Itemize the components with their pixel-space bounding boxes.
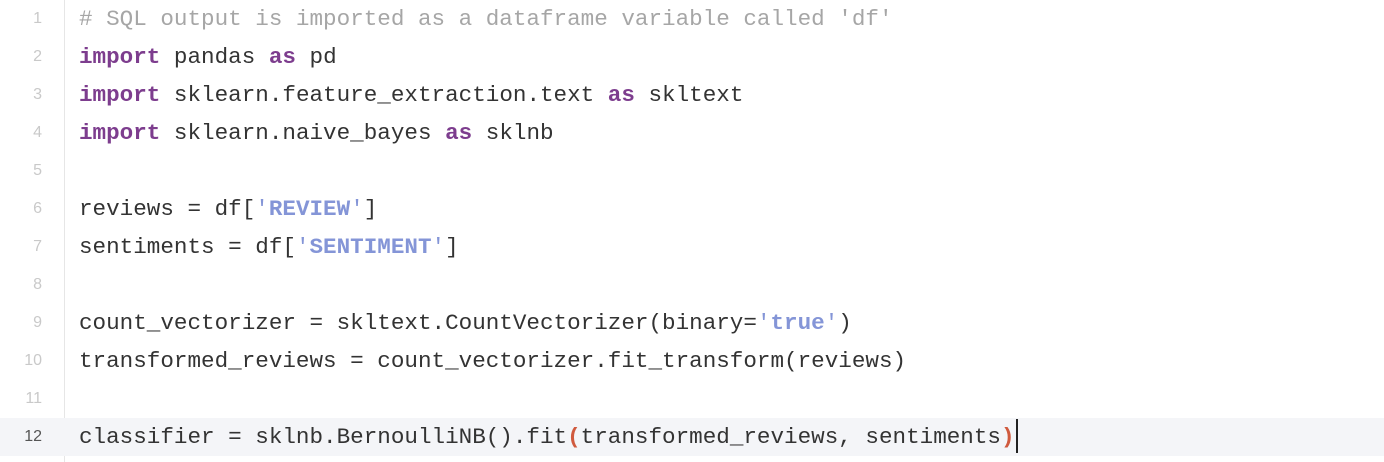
- code-token: classifier = sklnb.BernoulliNB().fit: [79, 424, 568, 450]
- code-token: ]: [445, 234, 459, 260]
- line-number: 10: [24, 352, 42, 369]
- code-token: sklnb: [472, 120, 554, 146]
- code-token: ]: [363, 196, 378, 222]
- line-number: 1: [33, 10, 42, 27]
- code-line-5[interactable]: 5: [0, 152, 1384, 190]
- code-token: pd: [295, 44, 337, 70]
- code-token: reviews = df[: [79, 196, 256, 222]
- code-line-11[interactable]: 11: [0, 380, 1384, 418]
- line-number: 5: [33, 162, 42, 179]
- code-token: transformed_reviews, sentiments: [580, 424, 1001, 450]
- code-line-12-active[interactable]: 12 classifier = sklnb.BernoulliNB().fit(…: [0, 418, 1384, 456]
- keyword-token: as: [607, 82, 635, 108]
- code-token: skltext: [634, 82, 744, 108]
- matching-bracket-close: ): [1000, 424, 1015, 450]
- code-token: ): [838, 310, 852, 336]
- code-token: pandas: [160, 44, 269, 70]
- code-text[interactable]: import pandas as pd: [79, 38, 337, 76]
- line-number: 11: [25, 390, 42, 407]
- line-number: 3: [33, 86, 42, 103]
- code-line-9[interactable]: 9 count_vectorizer = skltext.CountVector…: [0, 304, 1384, 342]
- code-line-4[interactable]: 4 import sklearn.naive_bayes as sklnb: [0, 114, 1384, 152]
- code-line-10[interactable]: 10 transformed_reviews = count_vectorize…: [0, 342, 1384, 380]
- line-number: 7: [33, 238, 42, 255]
- keyword-token: import: [79, 120, 161, 146]
- text-cursor: [1015, 418, 1018, 453]
- code-token: count_vectorizer = skltext.CountVectoriz…: [79, 310, 757, 336]
- string-token: 'true': [756, 310, 839, 336]
- keyword-token: as: [268, 44, 296, 70]
- code-token: sklearn.feature_extraction.text: [160, 82, 608, 108]
- keyword-token: as: [445, 120, 473, 146]
- code-line-6[interactable]: 6 reviews = df['REVIEW']: [0, 190, 1384, 228]
- code-text[interactable]: classifier = sklnb.BernoulliNB().fit(tra…: [79, 418, 1018, 456]
- code-line-8[interactable]: 8: [0, 266, 1384, 304]
- line-number-gutter: [0, 0, 65, 462]
- code-token: sentiments = df[: [79, 234, 296, 260]
- string-token: 'SENTIMENT': [295, 234, 446, 260]
- line-number: 9: [33, 314, 42, 331]
- code-line-1[interactable]: 1 # SQL output is imported as a datafram…: [0, 0, 1384, 38]
- code-text[interactable]: # SQL output is imported as a dataframe …: [79, 0, 893, 38]
- line-number: 2: [33, 48, 42, 65]
- code-text[interactable]: count_vectorizer = skltext.CountVectoriz…: [79, 304, 852, 342]
- keyword-token: import: [79, 82, 161, 108]
- code-line-7[interactable]: 7 sentiments = df['SENTIMENT']: [0, 228, 1384, 266]
- line-number: 6: [33, 200, 42, 217]
- code-text[interactable]: import sklearn.feature_extraction.text a…: [79, 76, 743, 114]
- code-text[interactable]: sentiments = df['SENTIMENT']: [79, 228, 459, 266]
- code-token: sklearn.naive_bayes: [160, 120, 446, 146]
- matching-bracket-open: (: [567, 424, 581, 450]
- code-line-3[interactable]: 3 import sklearn.feature_extraction.text…: [0, 76, 1384, 114]
- code-line-2[interactable]: 2 import pandas as pd: [0, 38, 1384, 76]
- comment-text: # SQL output is imported as a dataframe …: [79, 6, 893, 32]
- line-number: 4: [33, 124, 42, 141]
- code-token: transformed_reviews = count_vectorizer.f…: [79, 348, 907, 374]
- code-text[interactable]: import sklearn.naive_bayes as sklnb: [79, 114, 554, 152]
- line-number: 12: [24, 428, 42, 445]
- string-token: 'REVIEW': [255, 196, 364, 222]
- keyword-token: import: [79, 44, 161, 70]
- line-number: 8: [33, 276, 42, 293]
- code-text[interactable]: reviews = df['REVIEW']: [79, 190, 377, 228]
- code-text[interactable]: transformed_reviews = count_vectorizer.f…: [79, 342, 906, 380]
